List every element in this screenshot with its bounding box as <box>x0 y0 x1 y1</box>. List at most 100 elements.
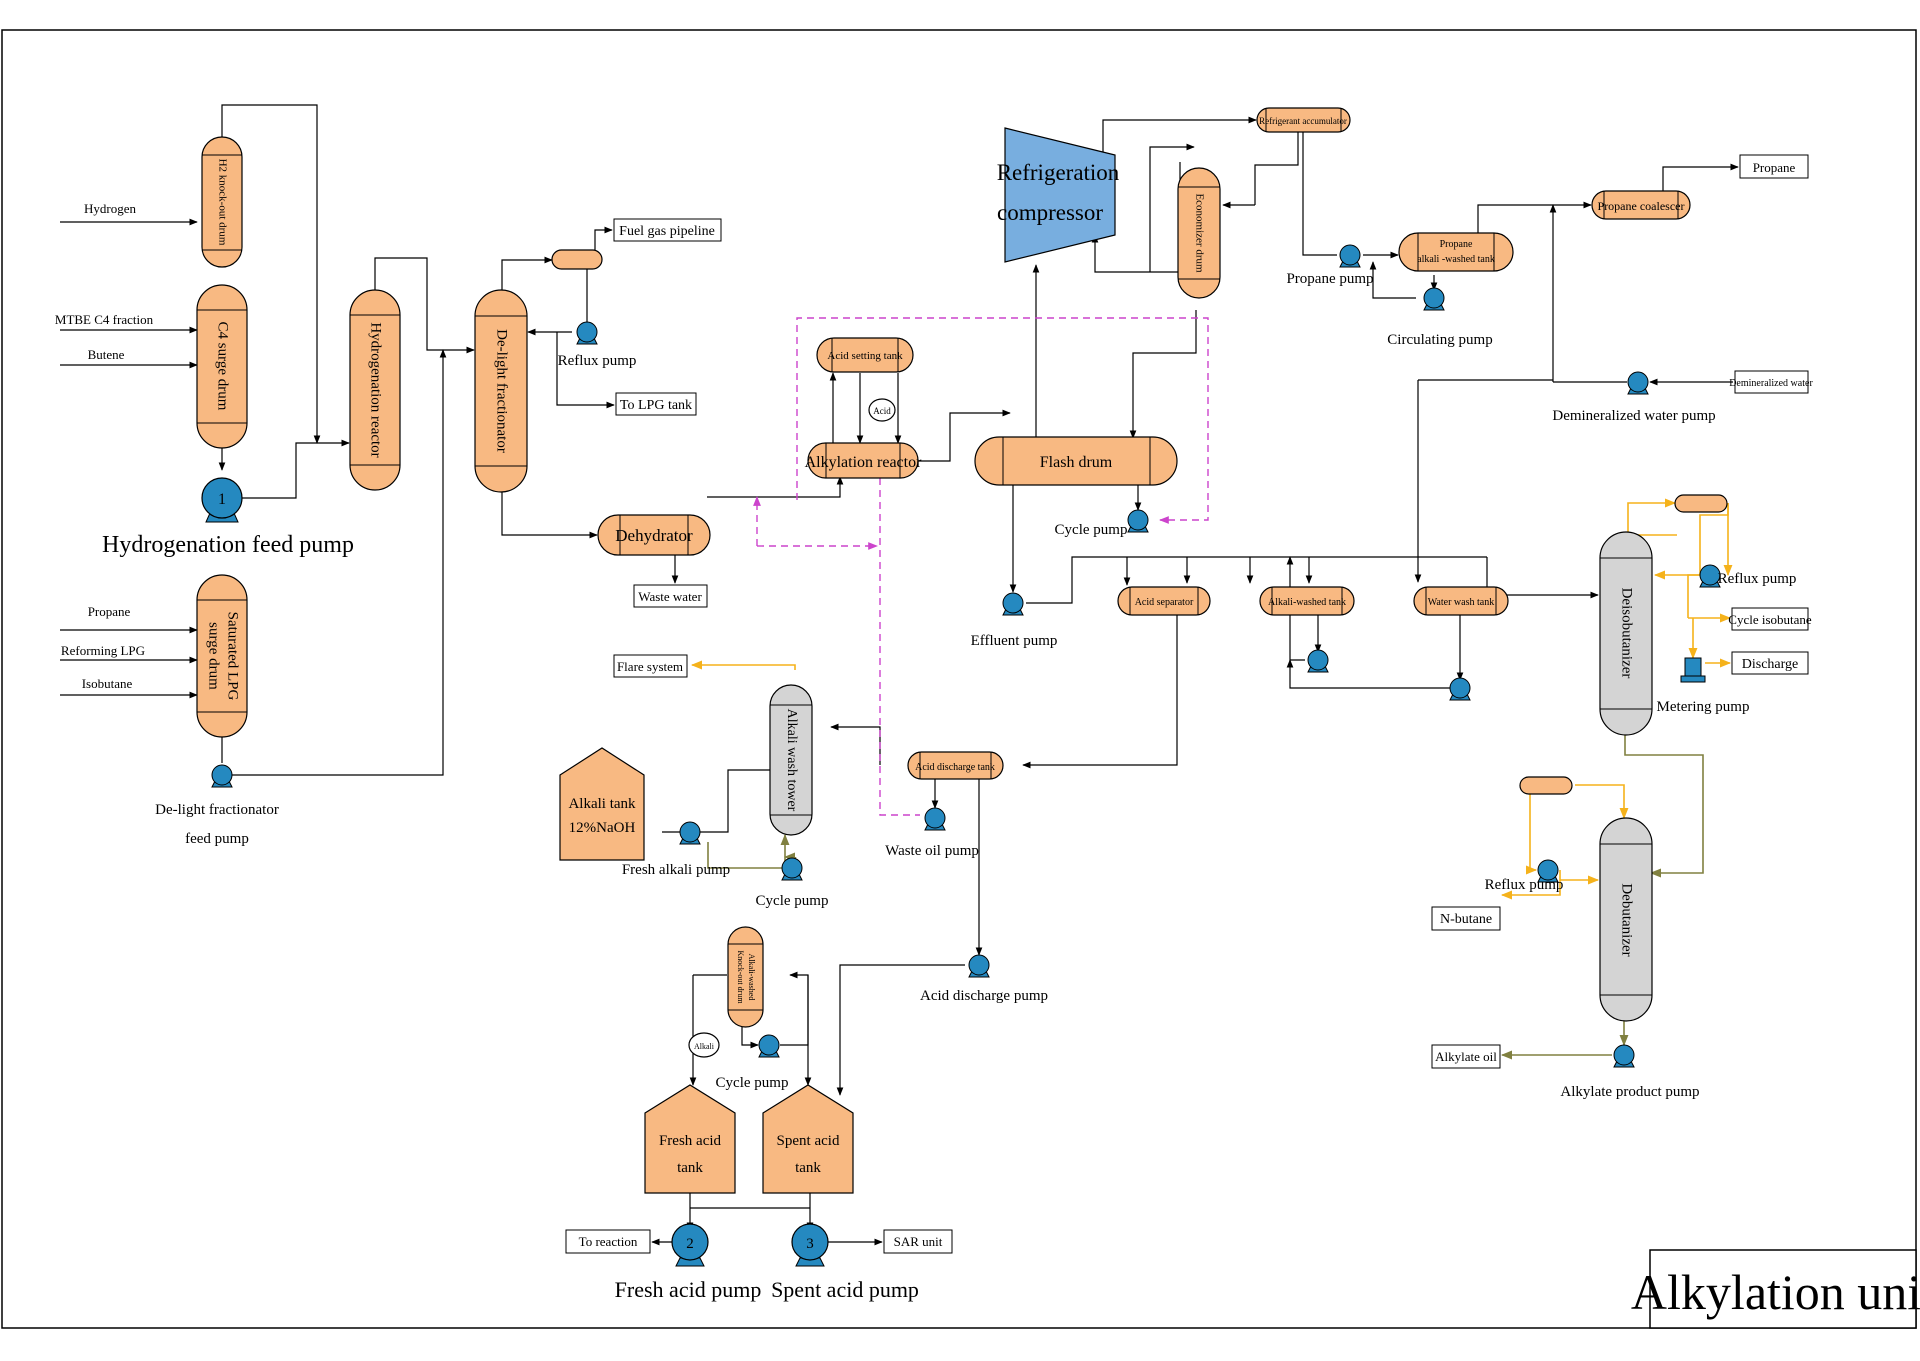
refrigerant-accumulator-label: Refrigerant accumulator <box>1259 116 1347 126</box>
reflux-pump-top-label: Reflux pump <box>558 353 637 369</box>
effluent-pump[interactable] <box>1002 592 1024 616</box>
propane-pump-label: Propane pump <box>1286 271 1373 287</box>
diagram-title: Alkylation unit <box>1631 1264 1920 1320</box>
metering-pump-label: Metering pump <box>1657 699 1750 715</box>
alkali-wash-tower[interactable]: Alkali wash tower <box>769 684 813 836</box>
box-demineralized-water-text: Demineralized water <box>1729 378 1813 389</box>
alkali-wash-tower-label: Alkali wash tower <box>784 709 799 812</box>
acid-separator[interactable]: Acid separator <box>1117 586 1211 616</box>
box-sar-unit-text: SAR unit <box>894 1234 943 1249</box>
alkali-washed-tank-label: Alkali-washed tank <box>1268 597 1346 608</box>
water-wash-tank-pump[interactable] <box>1449 677 1471 701</box>
fresh-alkali-pump-label: Fresh alkali pump <box>622 862 730 878</box>
hydrogenation-reactor[interactable]: Hydrogenation reactor <box>349 289 401 491</box>
alkylation-reactor-label: Alkylation reactor <box>805 454 923 471</box>
box-to-lpg-tank-text: To LPG tank <box>620 398 692 413</box>
box-flare-system-text: Flare system <box>617 659 683 674</box>
alkylate-product-pump[interactable] <box>1613 1044 1635 1068</box>
fresh-acid-pump[interactable]: 2 <box>671 1223 709 1267</box>
propane-alkali-washed-tank[interactable]: Propane alkali -washed tank <box>1398 232 1514 272</box>
propane-coalescer-label: Propane coalescer <box>1598 199 1685 213</box>
saturated-lpg-label-1: Saturated LPG <box>225 612 241 701</box>
box-fuel-gas: Fuel gas pipeline <box>613 218 722 242</box>
delight-fractionator-label: De-light fractionator <box>494 329 510 453</box>
debutanizer-label: Debutanizer <box>1619 883 1635 956</box>
refrigeration-compressor[interactable]: Refrigeration compressor <box>997 127 1120 263</box>
h2-knockout-drum[interactable]: H2 knock-out drum <box>201 136 243 268</box>
delight-feed-pump-label-1: De-light fractionator <box>155 802 279 818</box>
auxiliary-lines <box>690 317 1733 1060</box>
spent-acid-pump-label: Spent acid pump <box>771 1277 919 1302</box>
spent-acid-pump[interactable]: 3 <box>791 1223 829 1267</box>
acid-discharge-tank-label: Acid discharge tank <box>915 762 995 773</box>
pump-number-3: 3 <box>806 1236 814 1252</box>
fresh-acid-tank[interactable]: Fresh acid tank <box>644 1084 736 1194</box>
flash-drum-label: Flash drum <box>1040 454 1113 471</box>
refrigerant-accumulator[interactable]: Refrigerant accumulator <box>1256 107 1351 133</box>
box-cycle-isobutane: Cycle isobutane <box>1728 607 1812 631</box>
box-alkylate-oil: Alkylate oil <box>1431 1044 1501 1069</box>
deisobutanizer-label: Deisobutanizer <box>1619 588 1635 679</box>
cycle-pump-alkali[interactable] <box>781 857 803 881</box>
effluent-pump-label: Effluent pump <box>971 633 1058 649</box>
box-n-butane: N-butane <box>1431 906 1501 931</box>
pump-number-1: 1 <box>218 491 226 508</box>
alkali-washed-knockout-drum[interactable]: Alkali-washed Knock-out drum <box>727 926 764 1028</box>
propane-pump[interactable] <box>1339 244 1361 268</box>
alkali-tank-label-1: Alkali tank <box>568 796 636 812</box>
reflux-pump-top[interactable] <box>576 321 598 345</box>
box-alkylate-oil-text: Alkylate oil <box>1435 1049 1497 1064</box>
spent-acid-tank[interactable]: Spent acid tank <box>762 1084 854 1194</box>
waste-oil-pump[interactable] <box>924 807 946 831</box>
delight-reflux-drum[interactable] <box>551 249 603 270</box>
alkali-washed-tank[interactable]: Alkali-washed tank <box>1259 586 1355 616</box>
circulating-pump-label: Circulating pump <box>1387 332 1492 348</box>
demineralized-water-pump[interactable] <box>1627 371 1649 395</box>
hydrogenation-reactor-label: Hydrogenation reactor <box>368 322 384 457</box>
box-flare-system: Flare system <box>613 654 688 678</box>
acid-separator-label: Acid separator <box>1135 597 1194 608</box>
reflux-pump-deisobutanizer[interactable] <box>1699 564 1721 588</box>
circulating-pump[interactable] <box>1423 287 1445 311</box>
fresh-alkali-pump[interactable] <box>679 821 701 845</box>
propane-coalescer[interactable]: Propane coalescer <box>1591 190 1691 220</box>
delight-fractionator[interactable]: De-light fractionator <box>474 289 528 493</box>
box-propane-out: Propane <box>1739 154 1809 179</box>
reflux-pump-debutanizer[interactable] <box>1537 859 1559 883</box>
saturated-lpg-surge-drum[interactable]: Saturated LPG surge drum <box>196 574 248 738</box>
box-cycle-isobutane-text: Cycle isobutane <box>1728 612 1812 627</box>
acid-discharge-tank[interactable]: Acid discharge tank <box>907 751 1004 780</box>
acid-discharge-pump[interactable] <box>968 954 990 978</box>
water-wash-tank[interactable]: Water wash tank <box>1413 586 1509 616</box>
metering-pump[interactable] <box>1680 657 1706 683</box>
spent-acid-tank-label-2: tank <box>795 1160 821 1176</box>
deisobutanizer-reflux-drum[interactable] <box>1674 494 1728 513</box>
alkali-washed-tank-pump[interactable] <box>1307 649 1329 673</box>
dehydrator-label: Dehydrator <box>615 526 693 545</box>
economizer-drum[interactable]: Economizer drum <box>1177 167 1221 299</box>
stream-mtbe-c4: MTBE C4 fraction <box>55 312 154 327</box>
flash-drum[interactable]: Flash drum <box>974 436 1178 486</box>
dehydrator[interactable]: Dehydrator <box>597 514 711 556</box>
debutanizer-reflux-drum[interactable] <box>1519 776 1573 795</box>
hydrogenation-feed-pump[interactable]: 1 <box>201 477 243 523</box>
cycle-pump-flash[interactable] <box>1127 509 1149 533</box>
alkylation-reactor[interactable]: Alkylation reactor <box>805 442 923 479</box>
pump-number-2: 2 <box>686 1236 694 1252</box>
cycle-pump-acid[interactable] <box>758 1034 780 1058</box>
economizer-drum-label: Economizer drum <box>1193 193 1205 273</box>
alkali-tank[interactable]: Alkali tank 12%NaOH <box>559 747 645 861</box>
delight-feed-pump[interactable] <box>211 764 233 788</box>
box-demineralized-water: Demineralized water <box>1729 370 1813 394</box>
refrigeration-label-1: Refrigeration <box>997 160 1120 185</box>
c4-surge-drum[interactable]: C4 surge drum <box>196 284 248 449</box>
deisobutanizer[interactable]: Deisobutanizer <box>1599 531 1653 736</box>
box-discharge: Discharge <box>1731 651 1809 675</box>
alkali-bubble-label: Alkali <box>694 1042 715 1051</box>
debutanizer[interactable]: Debutanizer <box>1599 817 1653 1022</box>
demineralized-water-pump-label: Demineralized water pump <box>1552 408 1715 424</box>
knockout-label-2: Knock-out drum <box>736 950 745 1004</box>
fresh-acid-tank-label-1: Fresh acid <box>659 1133 722 1149</box>
acid-setting-tank[interactable]: Acid setting tank <box>816 337 914 373</box>
